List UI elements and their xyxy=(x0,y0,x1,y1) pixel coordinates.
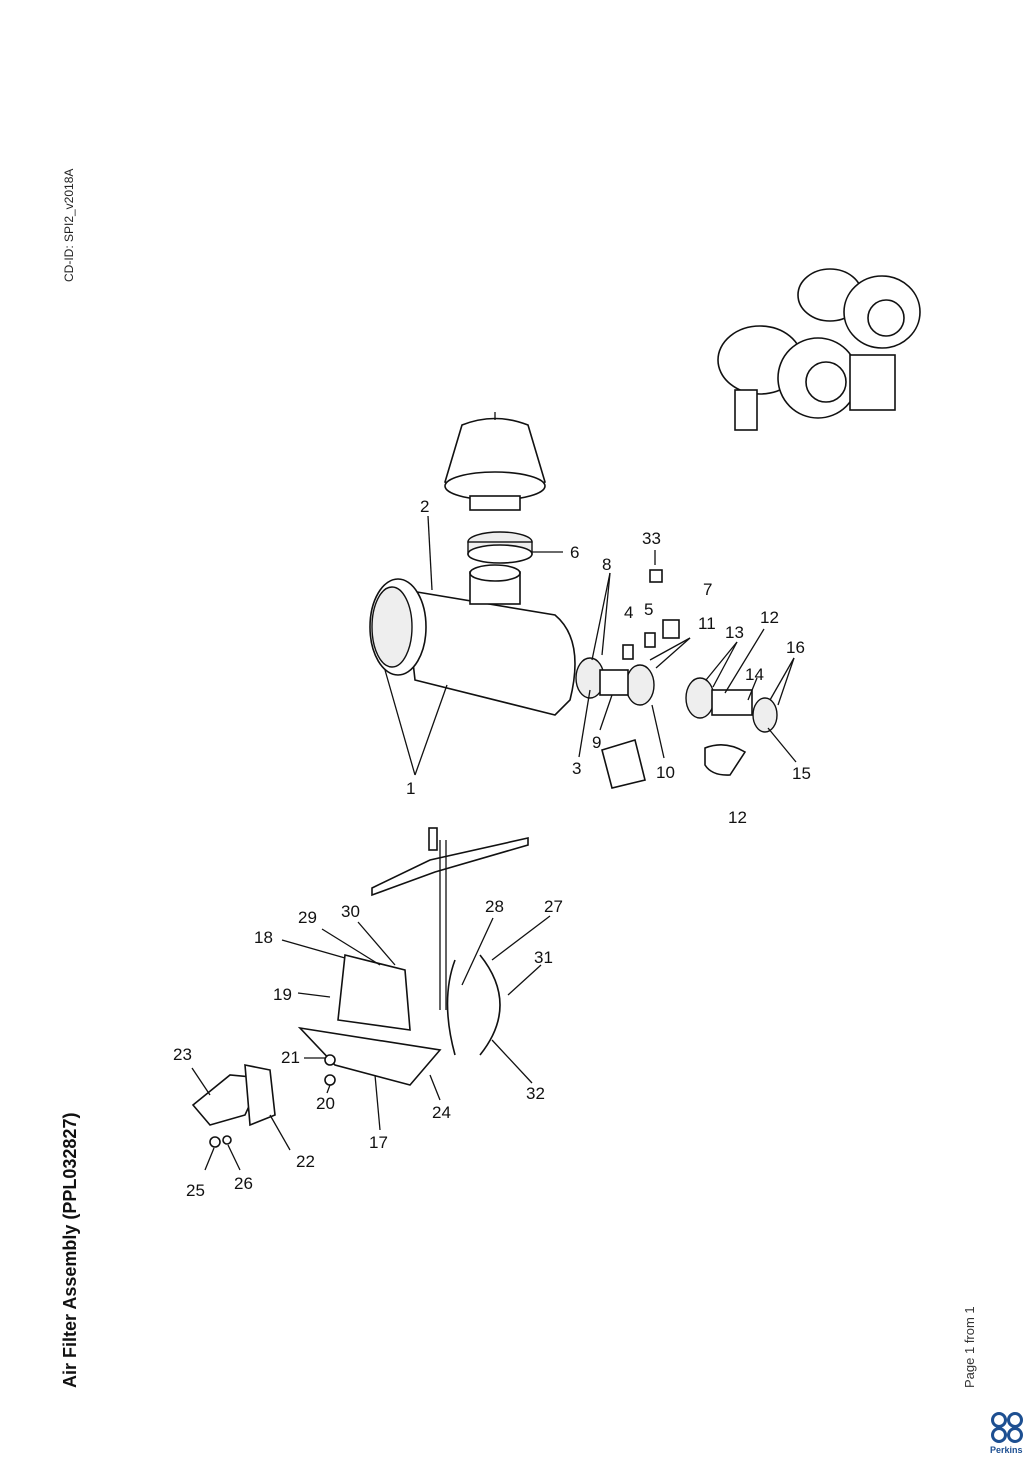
callout-33: 33 xyxy=(642,529,661,548)
callout-29: 29 xyxy=(298,908,317,927)
callout-12-top: 12 xyxy=(760,608,779,627)
callout-2: 2 xyxy=(420,497,429,516)
callout-1: 1 xyxy=(406,779,415,798)
callout-12-bottom: 12 xyxy=(728,808,747,827)
callout-20: 20 xyxy=(316,1094,335,1113)
perkins-logo-icon xyxy=(991,1412,1023,1443)
callout-18: 18 xyxy=(254,928,273,947)
callout-32: 32 xyxy=(526,1084,545,1103)
air-filter-body xyxy=(369,564,576,716)
callout-17: 17 xyxy=(369,1133,388,1152)
callout-4: 4 xyxy=(624,603,633,622)
callout-8: 8 xyxy=(602,555,611,574)
mounting-bracket-assembly xyxy=(191,827,529,1148)
callout-19: 19 xyxy=(273,985,292,1004)
callout-5: 5 xyxy=(644,600,653,619)
screen-part xyxy=(467,531,533,564)
precleaner-cap xyxy=(444,412,546,511)
callout-26: 26 xyxy=(234,1174,253,1193)
callout-23: 23 xyxy=(173,1045,192,1064)
callout-31: 31 xyxy=(534,948,553,967)
callout-11: 11 xyxy=(698,614,716,633)
callout-27: 27 xyxy=(544,897,563,916)
perkins-logo: Perkins xyxy=(990,1412,1030,1455)
callout-13: 13 xyxy=(725,623,744,642)
callout-7: 7 xyxy=(703,580,712,599)
callout-6: 6 xyxy=(570,543,579,562)
hose-assembly xyxy=(575,569,778,789)
callout-22: 22 xyxy=(296,1152,315,1171)
leader-lines xyxy=(191,515,797,1171)
callout-16: 16 xyxy=(786,638,805,657)
callout-21: 21 xyxy=(281,1048,300,1067)
callout-labels: 2 6 33 8 7 4 5 11 13 12 16 14 9 3 10 15 … xyxy=(173,497,811,1200)
engine-reference-sketch xyxy=(717,268,921,431)
callout-10: 10 xyxy=(656,763,675,782)
logo-text: Perkins xyxy=(990,1445,1023,1455)
callout-3: 3 xyxy=(572,759,581,778)
callout-28: 28 xyxy=(485,897,504,916)
callout-9: 9 xyxy=(592,733,601,752)
callout-30: 30 xyxy=(341,902,360,921)
callout-24: 24 xyxy=(432,1103,451,1122)
callout-14: 14 xyxy=(745,665,764,684)
callout-15: 15 xyxy=(792,764,811,783)
callout-25: 25 xyxy=(186,1181,205,1200)
